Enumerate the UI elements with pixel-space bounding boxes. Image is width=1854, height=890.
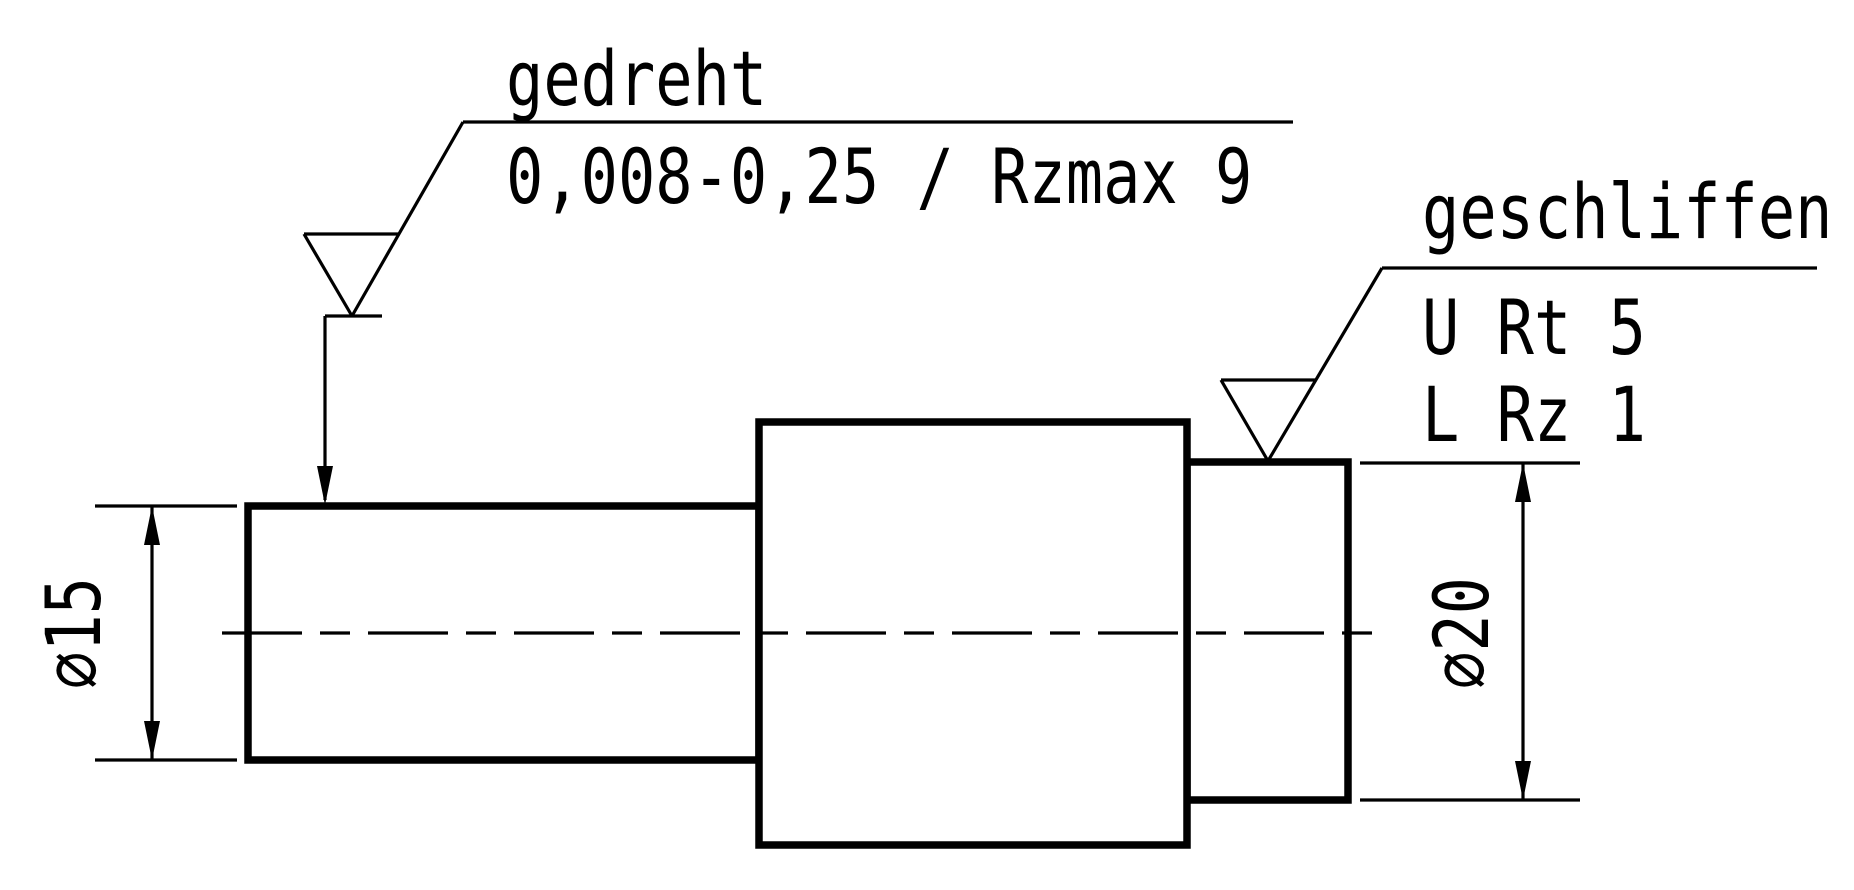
roughness-symbol-turned-icon: [302, 120, 1293, 505]
d20-arrowhead-up: [1515, 463, 1531, 502]
ground-symbol-right-flank: [1266, 267, 1384, 462]
shaft-section-right: [1183, 458, 1352, 804]
d20-label: ⌀20: [1419, 577, 1506, 689]
ground-upper-limit-label: U Rt 5: [1422, 285, 1646, 372]
d15-arrowhead-down: [144, 721, 160, 760]
dimension-d20: ⌀20: [1360, 461, 1580, 802]
d15-arrowhead-up: [144, 506, 160, 545]
turned-spec-label: 0,008-0,25 / Rzmax 9: [506, 134, 1252, 221]
d20-arrowhead-down: [1515, 761, 1531, 800]
turned-process-label: gedreht: [506, 36, 767, 123]
d15-label: ⌀15: [31, 577, 118, 689]
ground-symbol-left-flank: [1219, 379, 1270, 462]
turned-leader-arrowhead: [317, 466, 333, 505]
roughness-symbol-ground-icon: [1219, 266, 1817, 462]
turned-symbol-right-flank: [350, 121, 465, 317]
dimension-d15: ⌀15: [31, 504, 237, 762]
turned-symbol-left-flank: [302, 233, 354, 317]
ground-process-label: geschliffen: [1422, 169, 1833, 256]
ground-lower-limit-label: L Rz 1: [1422, 372, 1646, 459]
